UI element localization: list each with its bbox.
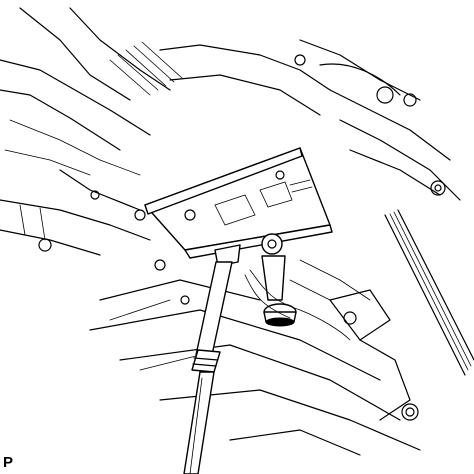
support-bracket — [144, 147, 333, 259]
figure-code-label: P — [3, 454, 14, 471]
vehicle-underbody — [0, 7, 474, 456]
wire-line — [244, 269, 351, 341]
jack-stand — [183, 233, 297, 474]
